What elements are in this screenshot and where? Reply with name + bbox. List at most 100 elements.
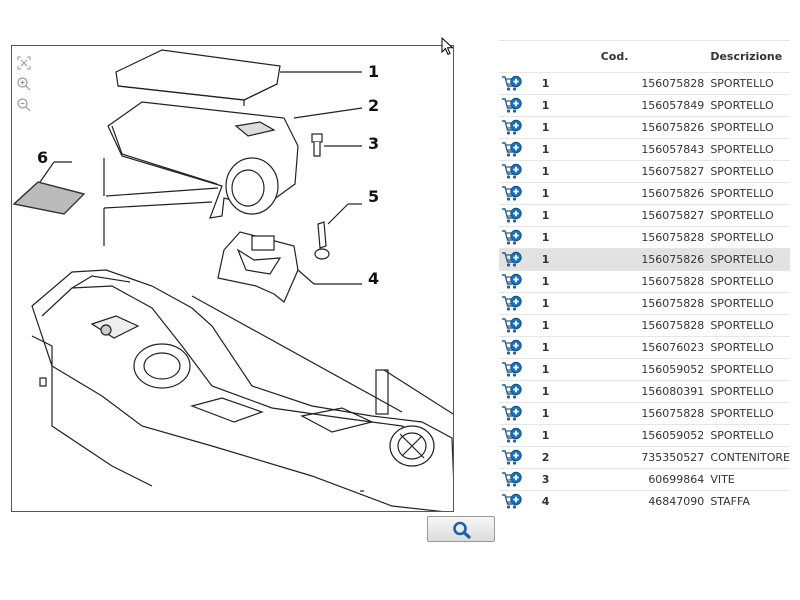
- cod-cell: 156075828: [558, 292, 711, 315]
- qty-cell: 1: [532, 226, 559, 249]
- cart-cell: [499, 138, 533, 161]
- cod-cell: 46847090: [558, 490, 711, 512]
- qty-cell: 1: [532, 94, 559, 117]
- desc-cell: SPORTELLO: [710, 160, 790, 183]
- cod-cell: 156059052: [558, 424, 711, 447]
- cart-cell: [499, 380, 533, 403]
- cart-add-icon[interactable]: [501, 163, 523, 181]
- cart-add-icon[interactable]: [501, 273, 523, 291]
- cart-cell: [499, 226, 533, 249]
- cod-cell: 156057849: [558, 94, 711, 117]
- cart-cell: [499, 446, 533, 469]
- desc-cell: SPORTELLO: [710, 402, 790, 425]
- zoom-in-icon[interactable]: [16, 76, 32, 92]
- desc-cell: VITE: [710, 468, 790, 491]
- cart-add-icon[interactable]: [501, 449, 523, 467]
- qty-cell: 1: [532, 314, 559, 337]
- qty-cell: 1: [532, 336, 559, 359]
- desc-cell: SPORTELLO: [710, 380, 790, 403]
- cart-add-icon[interactable]: [501, 207, 523, 225]
- cod-cell: 156075826: [558, 182, 711, 205]
- qty-cell: 1: [532, 248, 559, 271]
- qty-cell: 1: [532, 182, 559, 205]
- qty-cell: 1: [532, 270, 559, 293]
- cart-add-icon[interactable]: [501, 75, 523, 93]
- cart-add-icon[interactable]: [501, 317, 523, 335]
- qty-cell: 1: [532, 72, 559, 95]
- cod-cell: 156080391: [558, 380, 711, 403]
- cart-cell: [499, 116, 533, 139]
- qty-cell: 3: [532, 468, 559, 491]
- desc-cell: SPORTELLO: [710, 138, 790, 161]
- cod-cell: 156075828: [558, 270, 711, 293]
- cod-cell: 60699864: [558, 468, 711, 491]
- zoom-out-icon[interactable]: [16, 97, 32, 113]
- cod-cell: 156057843: [558, 138, 711, 161]
- callout-4: 4: [368, 269, 380, 288]
- cod-cell: 156075828: [558, 402, 711, 425]
- fit-icon[interactable]: [16, 55, 32, 71]
- cart-cell: [499, 402, 533, 425]
- cart-add-icon[interactable]: [501, 361, 523, 379]
- parts-diagram[interactable]: 1 2 3 5 4 6: [11, 45, 454, 512]
- mouse-cursor-icon: [441, 37, 454, 56]
- header-cod: Cod.: [558, 40, 711, 73]
- desc-cell: SPORTELLO: [710, 358, 790, 381]
- cart-add-icon[interactable]: [501, 141, 523, 159]
- qty-cell: 1: [532, 138, 559, 161]
- cart-cell: [499, 248, 533, 271]
- cart-add-icon[interactable]: [501, 471, 523, 489]
- cart-add-icon[interactable]: [501, 339, 523, 357]
- header-cart: [499, 40, 533, 73]
- cart-cell: [499, 72, 533, 95]
- cart-cell: [499, 160, 533, 183]
- callout-3: 3: [368, 134, 380, 153]
- cart-cell: [499, 358, 533, 381]
- cart-add-icon[interactable]: [501, 427, 523, 445]
- cart-add-icon[interactable]: [501, 251, 523, 269]
- cart-cell: [499, 182, 533, 205]
- cart-cell: [499, 314, 533, 337]
- cart-cell: [499, 336, 533, 359]
- cart-add-icon[interactable]: [501, 383, 523, 401]
- desc-cell: SPORTELLO: [710, 336, 790, 359]
- desc-cell: STAFFA: [710, 490, 790, 512]
- desc-cell: SPORTELLO: [710, 314, 790, 337]
- cart-add-icon[interactable]: [501, 97, 523, 115]
- qty-cell: 1: [532, 402, 559, 425]
- cart-add-icon[interactable]: [501, 493, 523, 511]
- qty-cell: 1: [532, 160, 559, 183]
- cart-add-icon[interactable]: [501, 185, 523, 203]
- desc-cell: SPORTELLO: [710, 116, 790, 139]
- qty-cell: 1: [532, 358, 559, 381]
- enlarge-diagram-button[interactable]: [427, 516, 495, 542]
- cart-add-icon[interactable]: [501, 119, 523, 137]
- cart-add-icon[interactable]: [501, 295, 523, 313]
- callout-2: 2: [368, 96, 380, 115]
- desc-cell: SPORTELLO: [710, 182, 790, 205]
- cod-cell: 156075828: [558, 72, 711, 95]
- cart-add-icon[interactable]: [501, 405, 523, 423]
- cart-add-icon[interactable]: [501, 229, 523, 247]
